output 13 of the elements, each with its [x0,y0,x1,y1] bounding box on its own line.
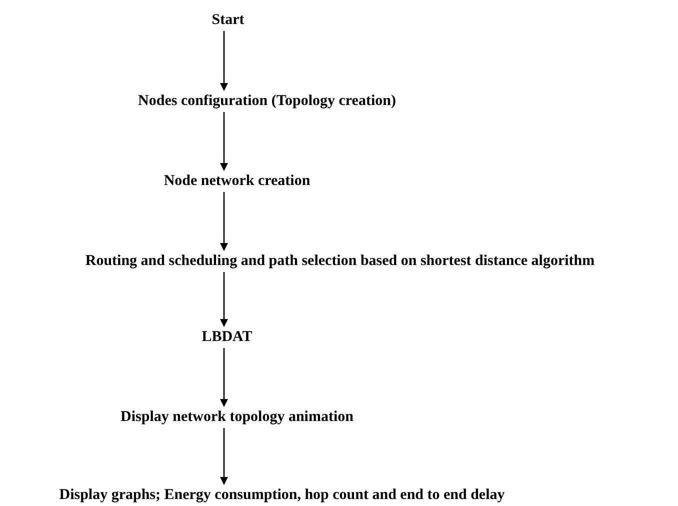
step-label: LBDAT [202,328,252,346]
arrow [220,428,228,485]
step-label: Display graphs; Energy consumption, hop count and end to end delay [59,486,505,504]
arrow [220,112,228,171]
arrow [220,272,228,327]
arrow [220,192,228,251]
arrow [220,348,228,407]
step-label: Nodes configuration (Topology creation) [138,92,396,110]
arrow [220,31,228,91]
step-label: Start [212,11,244,29]
step-label: Node network creation [164,172,310,190]
step-label: Display network topology animation [120,408,354,426]
step-label: Routing and scheduling and path selection based on shortest distance algorithm [85,252,595,270]
